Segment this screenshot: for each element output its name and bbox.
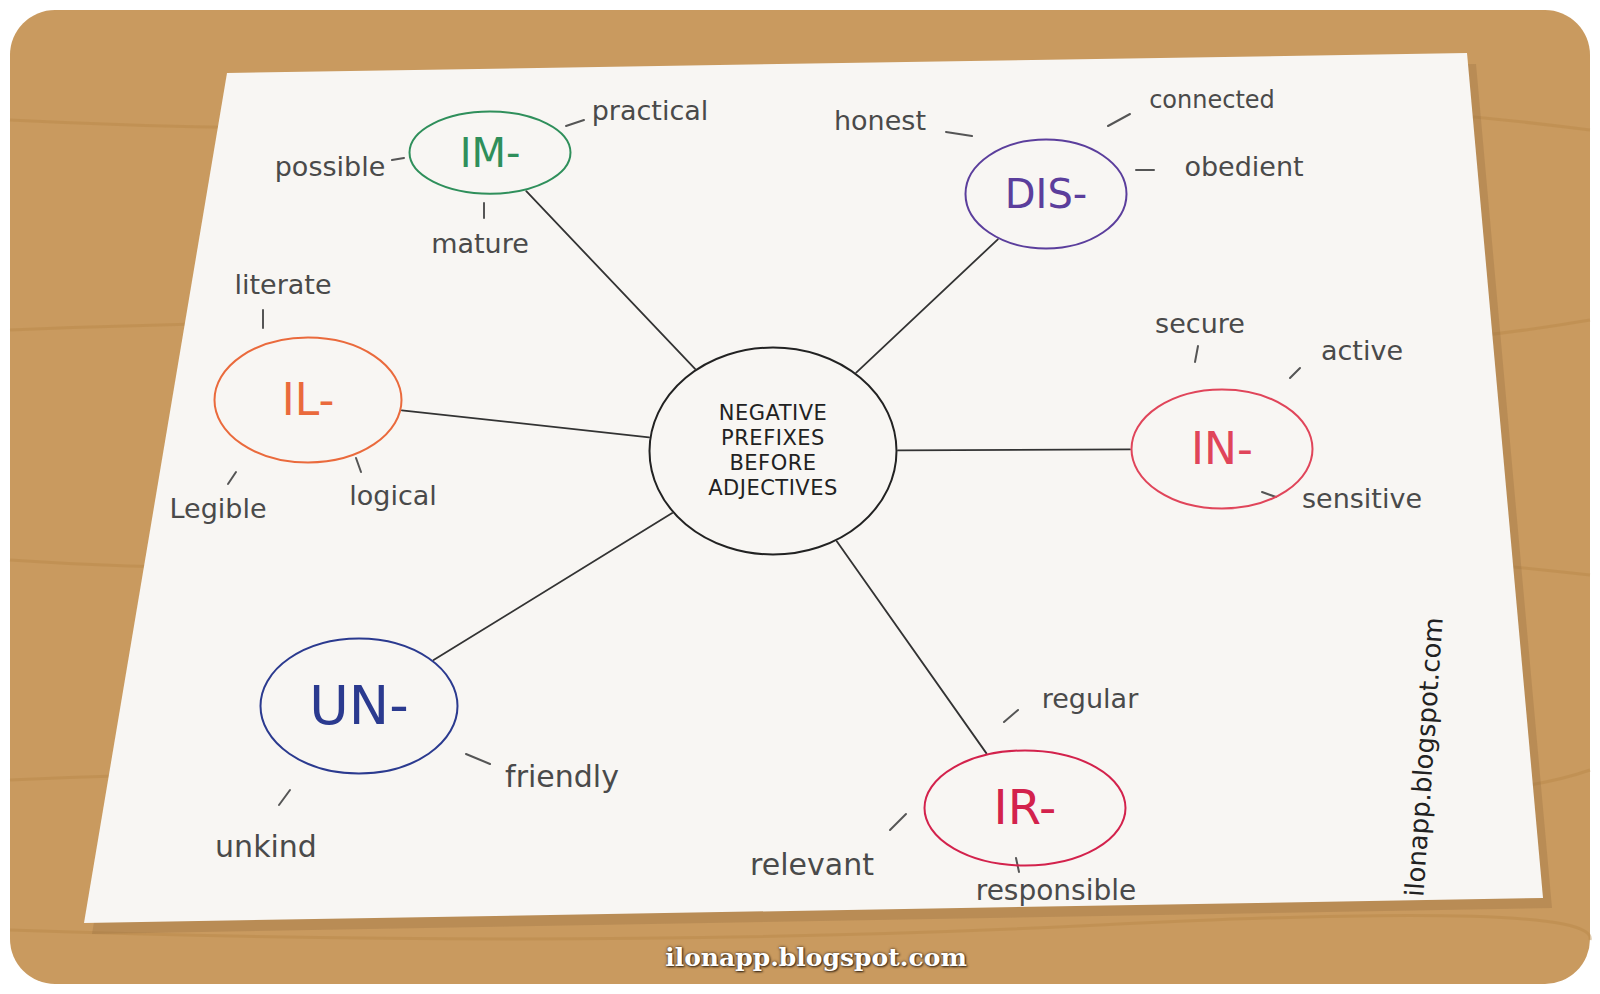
example-word: friendly	[505, 759, 619, 794]
branch-line	[526, 191, 695, 369]
leader-line	[1108, 114, 1130, 126]
example-word: regular	[1042, 683, 1139, 714]
leader-line	[279, 790, 290, 805]
example-word: practical	[592, 95, 709, 126]
paper-sheet	[84, 53, 1543, 923]
leader-line	[946, 132, 972, 136]
example-word: active	[1321, 335, 1403, 366]
leader-line	[1262, 492, 1276, 497]
leader-line	[392, 158, 404, 160]
prefix-circle: IM-	[408, 110, 572, 195]
circle-shape	[966, 140, 1127, 249]
example-word: relevant	[750, 847, 874, 882]
branch-line	[837, 541, 987, 753]
example-word: honest	[834, 105, 926, 136]
branch-line	[402, 410, 649, 437]
prefix-text: IM-	[460, 129, 521, 177]
example-word: possible	[275, 151, 386, 182]
leader-line	[1290, 368, 1300, 378]
circle-shape	[410, 112, 571, 194]
circle-shape	[925, 751, 1126, 866]
prefix-text: DIS-	[1005, 170, 1087, 218]
prefix-circle: IR-	[923, 749, 1127, 867]
leader-line	[356, 458, 361, 472]
prefix-text: IL-	[282, 374, 335, 427]
circle-shape	[261, 639, 458, 774]
example-word: connected	[1149, 86, 1275, 114]
topic-circle: NEGATIVE PREFIXES BEFORE ADJECTIVES	[648, 346, 898, 556]
leader-line	[1004, 710, 1018, 722]
leader-line	[1195, 346, 1198, 362]
circle-shape	[1132, 390, 1313, 509]
example-word: unkind	[215, 829, 317, 864]
branch-line	[898, 449, 1130, 450]
example-word: responsible	[976, 874, 1137, 907]
topic-text: NEGATIVE PREFIXES BEFORE ADJECTIVES	[698, 401, 848, 502]
leader-line	[890, 814, 906, 830]
example-word: sensitive	[1302, 483, 1422, 514]
branch-line	[856, 239, 998, 372]
branch-line	[434, 513, 673, 660]
leader-lines	[228, 114, 1300, 872]
circle-shape	[650, 348, 897, 555]
leader-line	[228, 472, 236, 484]
example-word: secure	[1155, 308, 1245, 339]
example-word: mature	[431, 228, 529, 259]
leader-line	[466, 754, 490, 764]
example-word: literate	[234, 269, 331, 300]
prefix-circle: DIS-	[964, 138, 1128, 250]
leader-line	[566, 120, 584, 126]
example-word: obedient	[1184, 151, 1303, 182]
circle-shape	[215, 338, 402, 463]
prefix-circle: UN-	[259, 637, 459, 775]
prefix-text: UN-	[309, 674, 408, 739]
example-word: Legible	[169, 493, 266, 524]
prefix-text: IN-	[1191, 423, 1253, 476]
example-word: logical	[349, 480, 437, 511]
prefix-circle: IN-	[1130, 388, 1314, 510]
leader-line	[262, 310, 264, 328]
leader-line	[1136, 169, 1154, 171]
prefix-circle: IL-	[213, 336, 403, 464]
wood-floor	[10, 10, 1590, 984]
leader-line	[483, 203, 485, 218]
watermark: ilonapp.blogspot.com	[665, 943, 967, 972]
prefix-text: IR-	[994, 779, 1057, 837]
